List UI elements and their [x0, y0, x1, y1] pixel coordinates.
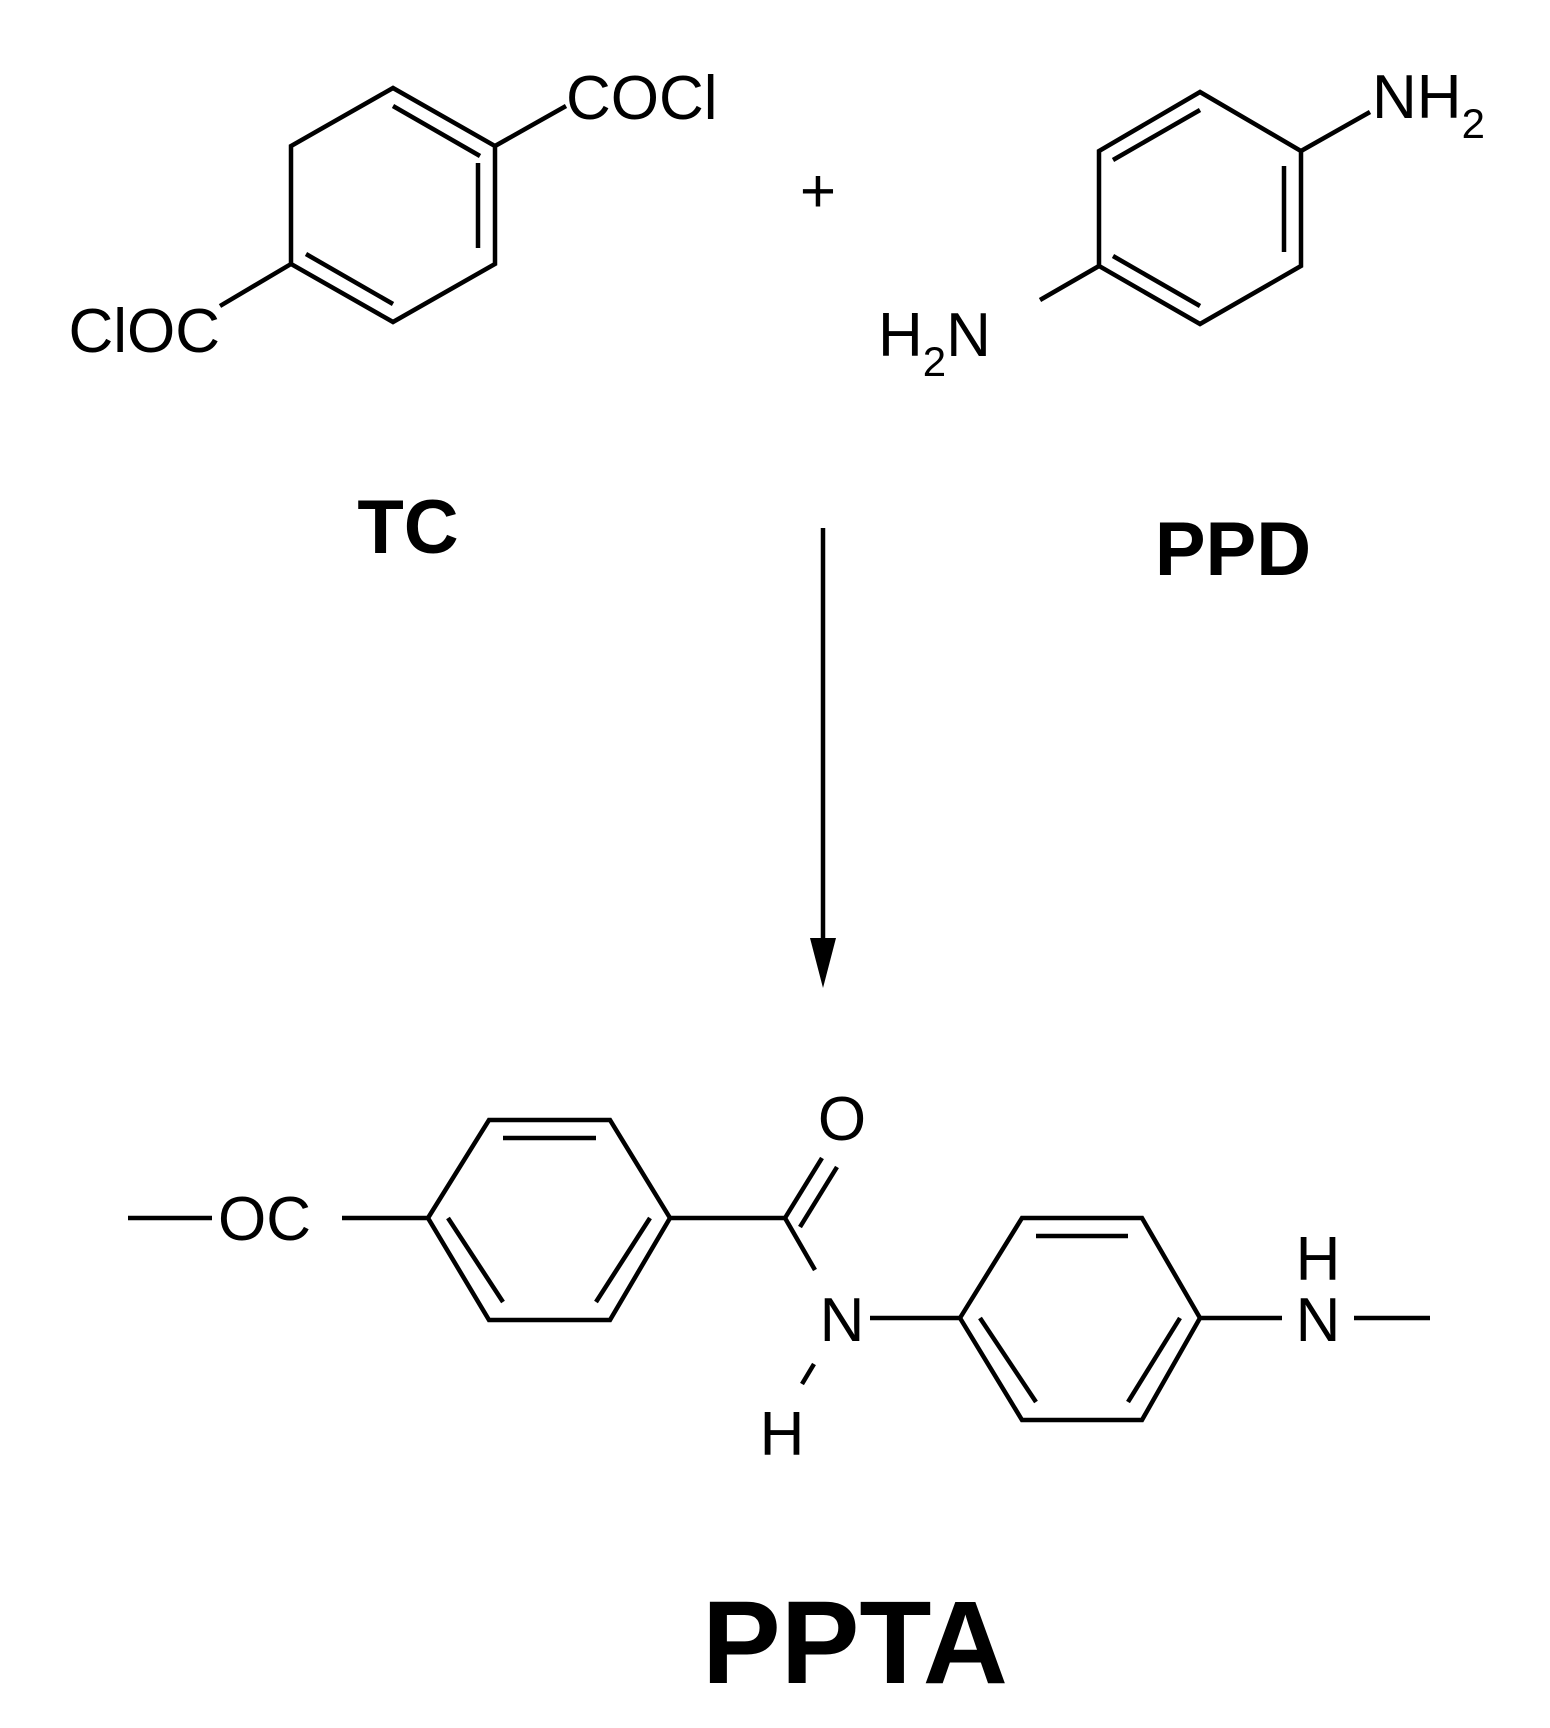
ppd-bond-to-nh2	[1299, 110, 1372, 153]
ppta-co-double-bond	[798, 1165, 839, 1229]
ppta-benzene-ring-1	[425, 1117, 673, 1323]
ppd-amine-top: NH2	[1372, 63, 1485, 147]
tc-acyl-chloride-top: COCl	[566, 64, 718, 133]
ppd-structure: NH2 H2N	[878, 63, 1485, 385]
ppd-amine-left: H2N	[878, 301, 991, 385]
ppta-n-h-bond	[800, 1362, 816, 1386]
tc-label: TC	[357, 485, 458, 570]
ppta-double-bond	[594, 1216, 652, 1304]
tc-benzene-ring	[288, 85, 498, 325]
ppd-double-bond	[1111, 108, 1202, 162]
ppta-label: PPTA	[702, 1577, 1008, 1709]
ppta-benzene-ring-2	[957, 1215, 1203, 1423]
tc-bond-to-cloc	[218, 262, 293, 308]
ppta-co-double-bond	[783, 1156, 824, 1220]
reaction-arrow	[810, 528, 836, 988]
ppd-double-bond	[1111, 254, 1202, 308]
ppta-double-bond	[978, 1316, 1038, 1404]
tc-double-bond	[304, 252, 395, 306]
ppd-bond-to-h2n	[1038, 264, 1101, 302]
plus-sign: +	[800, 157, 836, 226]
ppta-amide-hydrogen: H	[760, 1400, 805, 1469]
tc-acyl-chloride-left: ClOC	[68, 297, 220, 366]
tc-bond-to-cocl	[493, 104, 568, 148]
ppta-double-bond	[1126, 1316, 1182, 1404]
ppd-label: PPD	[1155, 507, 1311, 592]
ppta-carbonyl-oxygen: O	[818, 1085, 866, 1154]
ppd-benzene-ring	[1096, 89, 1304, 327]
ppta-end-group: OC	[218, 1185, 311, 1254]
ppta-amine-nitrogen: N	[1296, 1286, 1341, 1355]
ppta-structure: OC O N H H N	[128, 1085, 1430, 1469]
ppta-double-bond	[446, 1216, 505, 1304]
ppta-c-n-bond	[783, 1216, 817, 1272]
tc-double-bond	[391, 104, 482, 158]
tc-structure: COCl ClOC	[68, 64, 717, 366]
ppta-amine-hydrogen: H	[1296, 1225, 1341, 1294]
ppta-amide-nitrogen: N	[820, 1286, 865, 1355]
